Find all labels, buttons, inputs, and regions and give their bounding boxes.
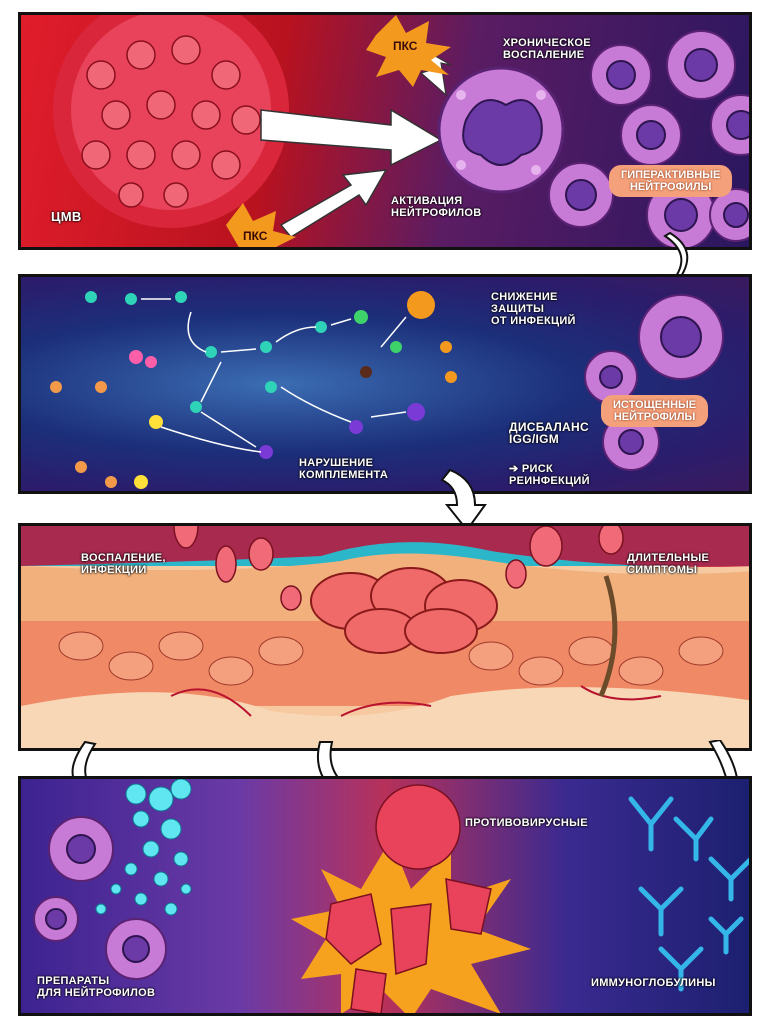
- panel1-illustration: [53, 15, 749, 247]
- neutrophil-icon: [437, 66, 565, 194]
- panel-treatment: Препараты для нейтрофилов Противовирусны…: [18, 776, 752, 1016]
- panel-complement-disorder: Нарушение комплемента Снижение защиты от…: [18, 274, 752, 494]
- neutrophil-icon: [33, 816, 167, 980]
- activation-label: Активация нейтрофилов: [391, 195, 482, 219]
- inflamed-cells-icon: [310, 567, 498, 654]
- igg-igm-imbalance-label: Дисбаланс IgG/IgM: [509, 420, 589, 446]
- pathogen-icon: [173, 526, 624, 611]
- drug-bubbles-icon: [95, 779, 192, 935]
- complement-disorder-label: Нарушение комплемента: [299, 457, 389, 481]
- immunoglobulins-label: Иммуноглобулины: [591, 977, 716, 989]
- pks-label-top: ПКС: [393, 39, 418, 53]
- exhausted-neutrophils-icon: [584, 294, 724, 471]
- neutrophil-drugs-label: Препараты для нейтрофилов: [37, 975, 156, 999]
- complement-molecules-icon: [50, 291, 457, 489]
- cmv-label: ЦМВ: [51, 209, 82, 224]
- panel-chronic-inflammation: ЦМВ ПКС ПКС Активация нейтрофилов Хронич…: [18, 12, 752, 250]
- reinfection-risk-label: ➔ Риск реинфекций: [509, 463, 590, 487]
- panel-tissue-damage: Воспаление, инфекции Длительные симптомы: [18, 523, 752, 751]
- long-symptoms-label: Длительные симптомы: [627, 552, 710, 576]
- pks-label-bottom: ПКС: [243, 229, 268, 243]
- inflammation-infections-label: Воспаление, инфекции: [81, 552, 166, 576]
- cmv-virus-icon: [53, 15, 289, 228]
- exhausted-neutrophils-pill: Истощенные нейтрофилы: [601, 395, 709, 427]
- chronic-inflammation-label: Хроническое воспаление: [503, 37, 591, 61]
- virus-fragments-icon: [325, 784, 492, 1013]
- down-arrow-icon: [440, 468, 487, 532]
- antiviral-label: Противовирусные: [465, 817, 588, 829]
- hyperactive-neutrophils-icon: [548, 30, 749, 247]
- panel3-illustration: [21, 526, 749, 748]
- reduced-defense-label: Снижение защиты от инфекций: [491, 291, 576, 327]
- panel4-illustration: [33, 779, 749, 1013]
- immunoglobulin-icon: [628, 796, 749, 992]
- panel2-illustration: [50, 291, 724, 489]
- hyperactive-neutrophils-pill: Гиперактивные нейтрофилы: [609, 165, 733, 197]
